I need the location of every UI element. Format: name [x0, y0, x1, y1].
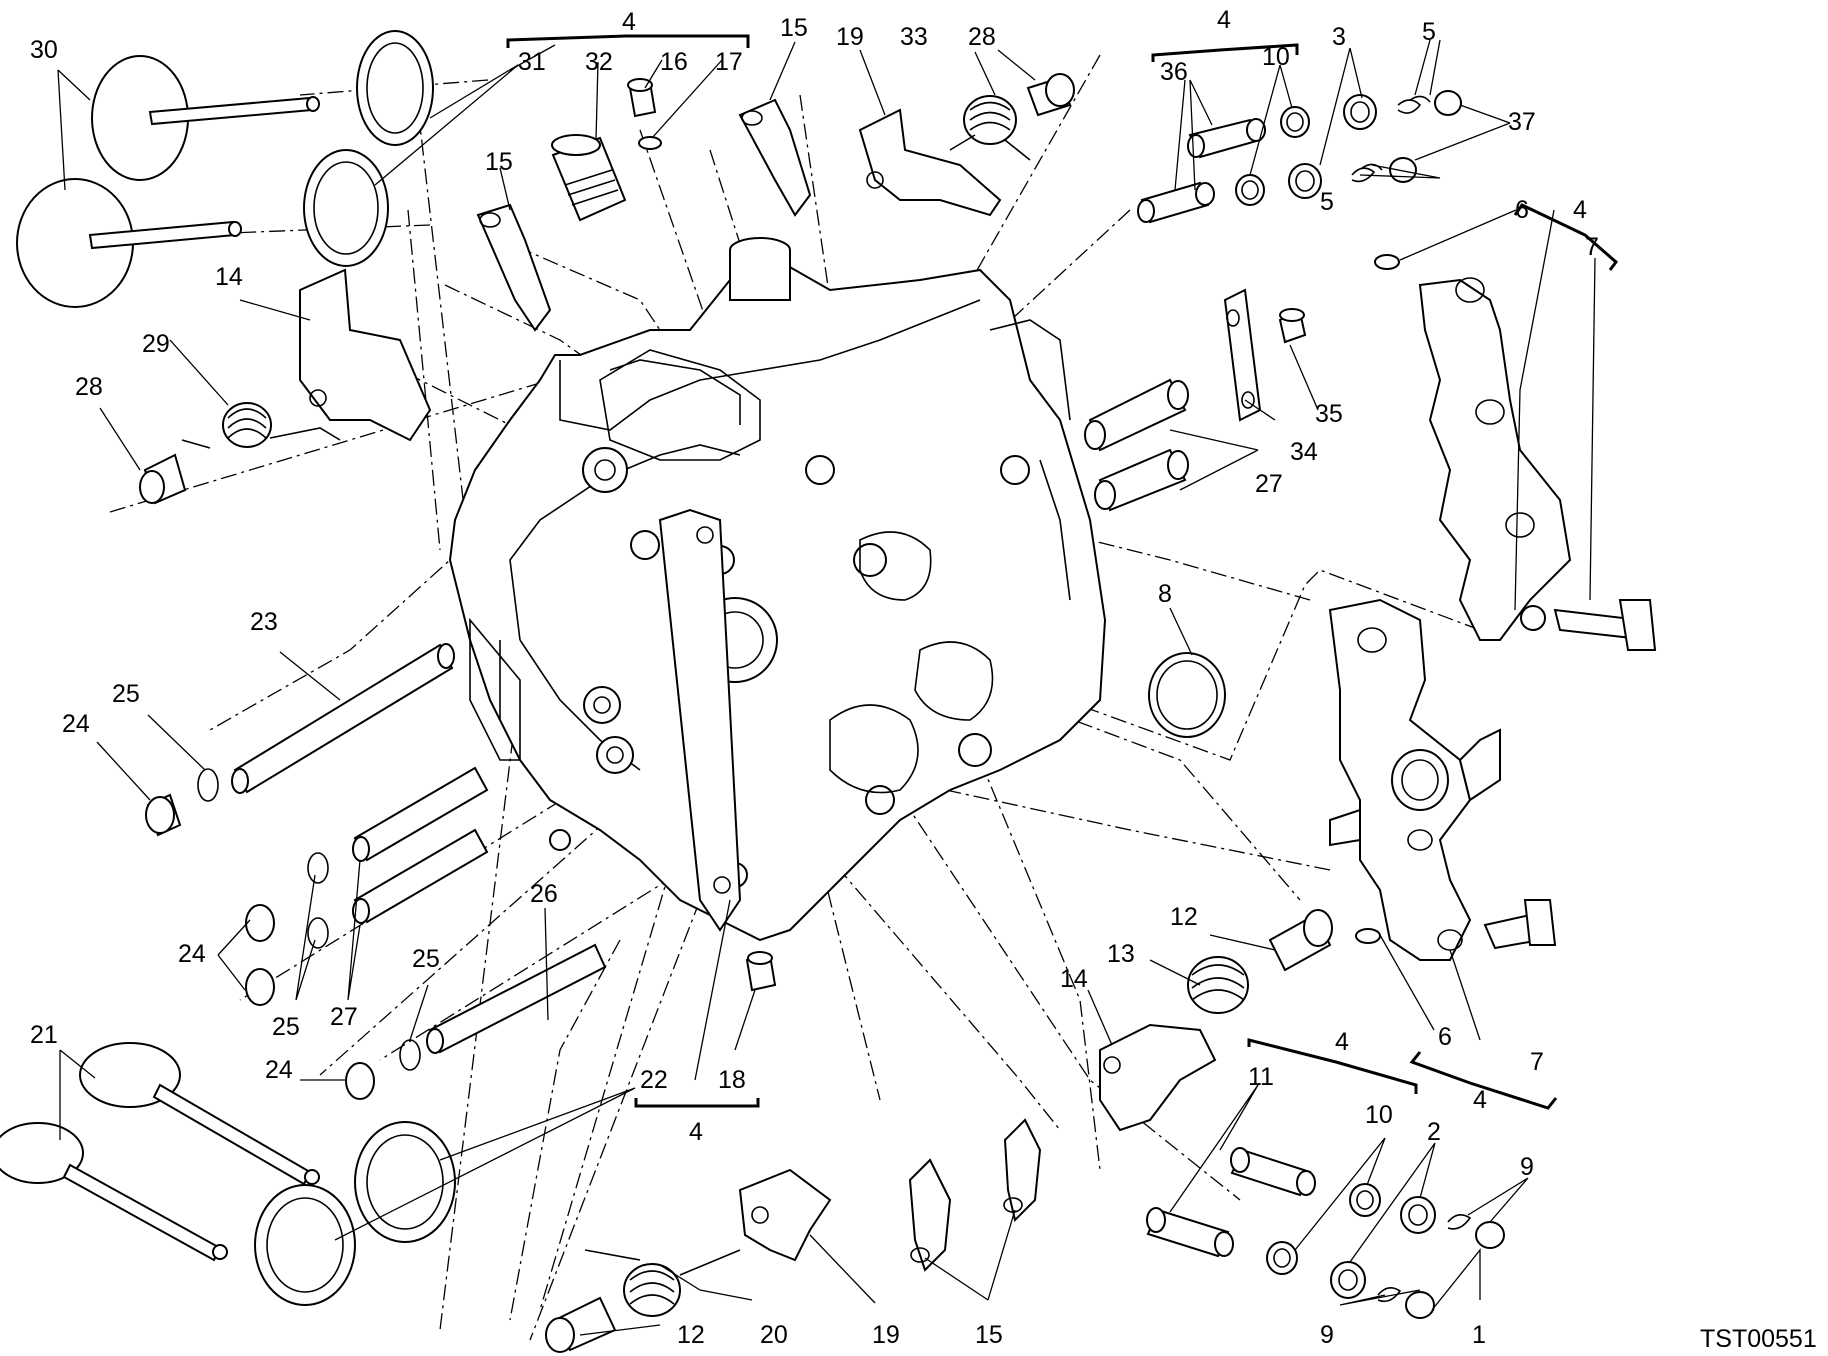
callout-6: 6 [1438, 1023, 1452, 1051]
callout-20: 20 [760, 1321, 788, 1349]
callout-28: 28 [968, 23, 996, 51]
callout-27: 27 [1255, 470, 1283, 498]
callout-31: 31 [518, 48, 546, 76]
left-plugs-and-tubes [145, 643, 607, 1100]
callout-5: 5 [1320, 188, 1334, 216]
callout-4: 4 [1335, 1028, 1349, 1056]
callout-4: 4 [689, 1118, 703, 1146]
callout-11: 11 [1248, 1063, 1274, 1091]
left-rocker-group [139, 268, 432, 505]
callout-16: 16 [660, 48, 688, 76]
cylinder-head [448, 237, 1107, 942]
callout-23: 23 [250, 608, 278, 636]
callout-15: 15 [485, 148, 513, 176]
callout-1: 1 [1472, 1321, 1486, 1349]
top-right-parts [1137, 90, 1462, 224]
callout-37: 37 [1508, 108, 1536, 136]
callout-12: 12 [1170, 903, 1198, 931]
callout-22: 22 [640, 1066, 668, 1094]
left-rocker-15 [476, 203, 552, 332]
exhaust-valves-bottom [0, 1042, 456, 1306]
callout-14: 14 [215, 263, 243, 291]
callout-32: 32 [585, 48, 613, 76]
drawing-code: TST00551 [1700, 1325, 1817, 1353]
callout-19: 19 [872, 1321, 900, 1349]
callout-21: 21 [30, 1021, 58, 1049]
callout-34: 34 [1290, 438, 1318, 466]
callout-labels: 30 31 4 32 16 17 15 19 33 28 4 36 10 3 5… [30, 6, 1817, 1353]
callout-7: 7 [1530, 1048, 1544, 1076]
bottom-center-parts [545, 951, 1042, 1353]
cam-cap-lower [1328, 598, 1557, 961]
callout-18: 18 [718, 1066, 746, 1094]
top-center-parts [551, 73, 1075, 222]
callout-8: 8 [1158, 580, 1172, 608]
callout-35: 35 [1315, 400, 1343, 428]
callout-10: 10 [1365, 1101, 1393, 1129]
callout-14: 14 [1060, 965, 1088, 993]
callout-9: 9 [1520, 1153, 1534, 1181]
callout-15: 15 [975, 1321, 1003, 1349]
callout-30: 30 [30, 36, 58, 64]
callout-6: 6 [1515, 196, 1529, 224]
callout-25: 25 [272, 1013, 300, 1041]
callout-25: 25 [112, 680, 140, 708]
callout-10: 10 [1262, 43, 1290, 71]
callout-24: 24 [62, 710, 90, 738]
callout-12: 12 [677, 1321, 705, 1349]
callout-7: 7 [1585, 233, 1599, 261]
callout-33: 33 [900, 23, 928, 51]
group-braces [506, 34, 1619, 1110]
callout-29: 29 [142, 330, 170, 358]
cam-cap-upper [1374, 254, 1657, 651]
intake-valves-top [16, 30, 434, 308]
callout-4: 4 [1573, 196, 1587, 224]
callout-4: 4 [1473, 1086, 1487, 1114]
callout-13: 13 [1107, 940, 1135, 968]
callout-26: 26 [530, 880, 558, 908]
right-middle-parts [1084, 288, 1307, 738]
callout-2: 2 [1427, 1118, 1441, 1146]
bottom-right-valve-train [1146, 1147, 1505, 1319]
callout-15: 15 [780, 14, 808, 42]
callout-24: 24 [265, 1056, 293, 1084]
callout-5: 5 [1422, 18, 1436, 46]
callout-3: 3 [1332, 23, 1346, 51]
callout-9: 9 [1320, 1321, 1334, 1349]
callout-24: 24 [178, 940, 206, 968]
callout-28: 28 [75, 373, 103, 401]
callout-19: 19 [836, 23, 864, 51]
callout-4: 4 [622, 8, 636, 36]
callout-17: 17 [715, 48, 743, 76]
callout-25: 25 [412, 945, 440, 973]
leader-lines [57, 39, 1596, 1336]
callout-4: 4 [1217, 6, 1231, 34]
callout-27: 27 [330, 1003, 358, 1031]
bottom-right-rocker-group [1099, 909, 1333, 1132]
callout-36: 36 [1160, 58, 1188, 86]
